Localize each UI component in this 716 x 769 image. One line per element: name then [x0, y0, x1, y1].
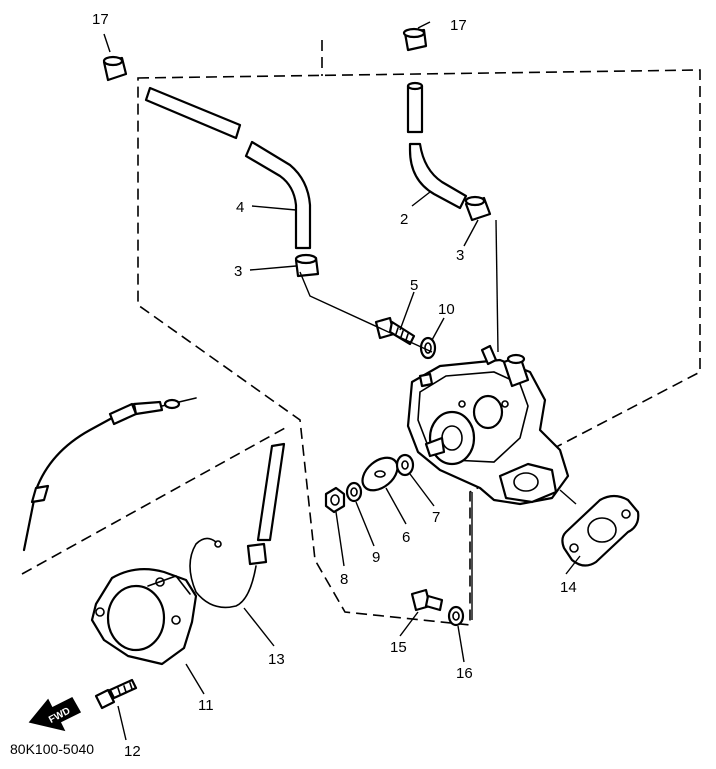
- callout-6: 6: [402, 529, 410, 546]
- callout-16: 16: [456, 665, 473, 682]
- callout-13: 13: [268, 651, 285, 668]
- part-12-bolt: [94, 678, 138, 710]
- callout-5: 5: [410, 277, 418, 294]
- callout-9: 9: [372, 549, 380, 566]
- part-2-hose: [406, 81, 468, 210]
- assembly-boundary: [21, 40, 701, 626]
- cable-assembly: [22, 397, 197, 552]
- part-10-washer: [419, 336, 437, 360]
- callout-8: 8: [340, 571, 348, 588]
- part-4-hose: [144, 86, 312, 250]
- part-11-cover: [90, 567, 198, 666]
- oil-pump-body: [406, 344, 570, 506]
- part-3-clamp-right: [464, 195, 492, 222]
- callout-17-right: 17: [450, 17, 467, 34]
- part-8-nut: [324, 486, 346, 514]
- callout-14: 14: [560, 579, 577, 596]
- callout-11: 11: [198, 697, 214, 714]
- part-16-washer: [447, 605, 465, 627]
- part-5-bolt: [374, 316, 416, 346]
- part-3-clamp-left: [294, 253, 320, 278]
- callout-17-left: 17: [92, 11, 109, 28]
- leader-lines: [103, 21, 581, 741]
- callout-2: 2: [400, 211, 408, 228]
- callout-7: 7: [432, 509, 440, 526]
- callout-15: 15: [390, 639, 407, 656]
- part-17-cap-left: [102, 55, 128, 82]
- callout-3-left: 3: [234, 263, 242, 280]
- diagram-code: 80K100-5040: [10, 741, 94, 757]
- callout-labels: 17 17 4 2 3 3 5 10 6 7 8 9 14 13 15 16 1…: [92, 11, 577, 760]
- callout-10: 10: [438, 301, 455, 318]
- callout-3-right: 3: [456, 247, 464, 264]
- callout-4: 4: [236, 199, 244, 216]
- callout-12: 12: [124, 743, 141, 760]
- part-15-bolt: [410, 588, 444, 612]
- part-14-gasket: [561, 494, 640, 567]
- part-6-plate: [361, 456, 399, 492]
- fwd-arrow-icon: FWD: [28, 697, 82, 732]
- part-7-washer: [395, 453, 415, 477]
- part-17-cap-right: [402, 27, 428, 52]
- part-13-cable: [189, 442, 286, 609]
- part-9-washer: [345, 481, 363, 503]
